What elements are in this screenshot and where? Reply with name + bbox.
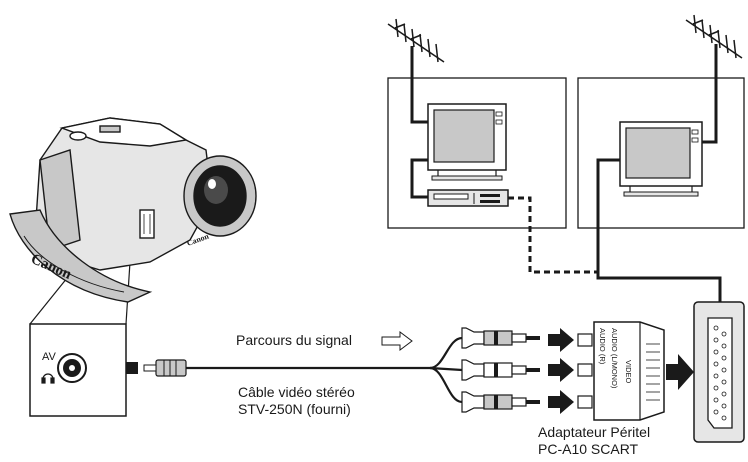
- scart-adapter: AUDIO (R) AUDIO (L/MONO) VIDEO: [577, 321, 665, 421]
- av-jack-label: AV: [42, 351, 57, 363]
- rca-top-arrow: [548, 328, 574, 352]
- tv-left-icon: [427, 103, 507, 181]
- vcr-icon: [427, 189, 509, 207]
- av-jack-box: [29, 323, 127, 417]
- room-left-frame: [387, 77, 567, 229]
- room-right-frame: [577, 77, 745, 229]
- antenna-right-cable: [700, 44, 718, 144]
- adapter-label: Adaptateur Péritel PC-A10 SCART: [538, 424, 651, 457]
- scart-socket: [693, 301, 745, 443]
- adapter-audio-r-label: AUDIO (R): [598, 328, 607, 365]
- tv-vcr-cable: [410, 158, 428, 199]
- adapter-video-label: VIDEO: [624, 360, 633, 384]
- antenna-left-cable: [410, 46, 428, 124]
- camcorder-icon: [9, 117, 257, 303]
- signal-path-label: Parcours du signal: [236, 332, 352, 348]
- rca-plug-top: [461, 327, 574, 352]
- headphone-icon: [41, 373, 55, 384]
- adapter-to-socket-arrow: [666, 354, 694, 390]
- tv-right-icon: [619, 121, 703, 197]
- rca-plug-bottom: [461, 390, 574, 414]
- signal-path-arrow-icon: [381, 331, 413, 351]
- rca-plug-middle: [461, 358, 574, 382]
- antenna-right-icon: [685, 14, 743, 59]
- rca-bottom-arrow: [548, 390, 574, 414]
- mini-plug: [143, 359, 187, 377]
- cable-label: Câble vidéo stéréo STV-250N (fourni): [238, 384, 355, 417]
- tv-right-scart-cable: [596, 158, 722, 302]
- stereo-video-cable: [186, 336, 463, 404]
- vcr-dashed-cable: [508, 196, 598, 274]
- antenna-left-icon: [387, 18, 445, 63]
- adapter-audio-l-label: AUDIO (L/MONO): [610, 328, 619, 389]
- rca-middle-arrow: [548, 358, 574, 382]
